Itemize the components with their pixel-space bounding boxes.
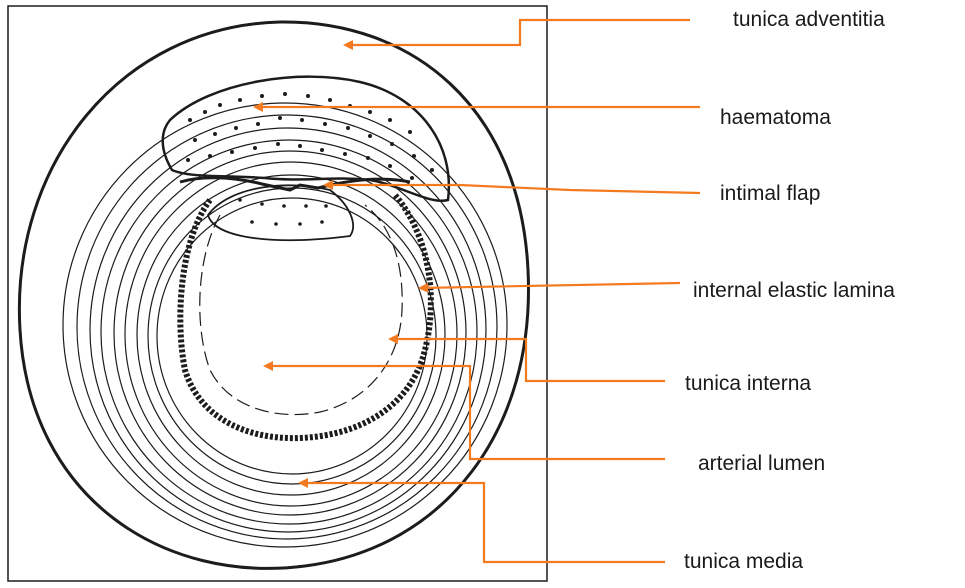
tunica-adventitia-outline	[19, 22, 528, 568]
label-tunica-interna: tunica interna	[685, 372, 811, 396]
label-arterial-lumen: arterial lumen	[698, 452, 825, 476]
label-tunica-adventitia: tunica adventitia	[733, 8, 885, 32]
leader-tunica-adventitia	[345, 20, 690, 45]
label-tunica-media: tunica media	[684, 550, 803, 574]
leader-tunica-media	[300, 483, 665, 562]
label-intimal-flap: intimal flap	[720, 182, 820, 206]
label-internal-elastic-lamina: internal elastic lamina	[693, 279, 895, 303]
label-haematoma: haematoma	[720, 106, 831, 130]
tunica-interna-line	[200, 205, 402, 415]
tunica-media-layers	[63, 103, 507, 547]
